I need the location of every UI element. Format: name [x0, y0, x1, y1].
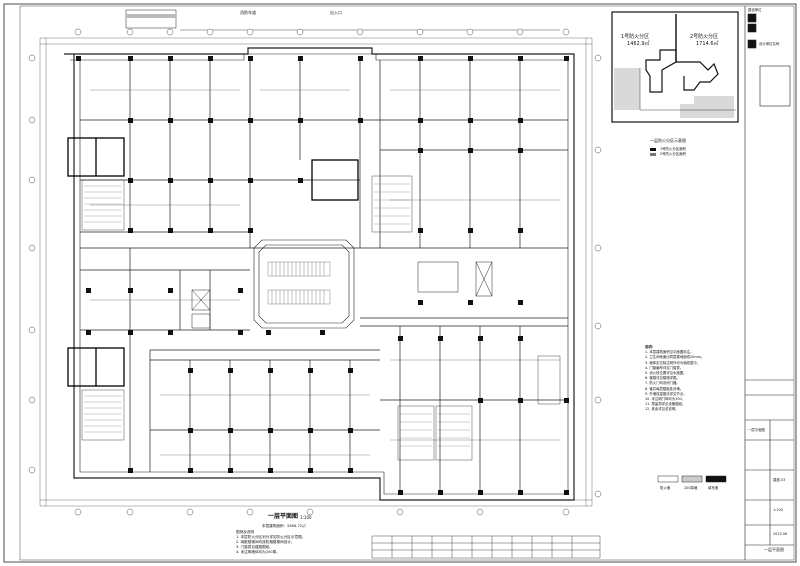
zone2-name: 2号防火分区 [690, 34, 719, 40]
schedule-table [371, 535, 601, 559]
inner-border [19, 5, 795, 561]
title-block-company: 设计单位名称 [759, 42, 780, 46]
note-line: 5. 消火栓位置详见水施图。 [645, 371, 687, 376]
right-sheet-label: 一层平面图 [764, 547, 784, 552]
zone-legend-item: 2号防火分区面积 [660, 152, 686, 156]
upper-walls [80, 60, 568, 249]
inner-wall-outline [70, 53, 569, 495]
plan-title: 一层平面图 [268, 513, 299, 520]
note-line: 6. 楼梯详见楼梯详图。 [645, 376, 680, 381]
plan-subtitle: 本层建筑面积：5806.72㎡ [262, 524, 306, 528]
note-line: 12. 其余详见总说明。 [645, 407, 679, 412]
shafts [191, 261, 493, 329]
note-line: 7. 防火门均设闭门器。 [645, 381, 680, 386]
partition-lines [90, 89, 560, 456]
note-line: 8. 管井每层楼板处封堵。 [645, 386, 684, 391]
zone1-name: 1号防火分区 [621, 34, 650, 40]
building-outline [64, 47, 575, 501]
zone-legend-swatches [650, 148, 656, 156]
title-block-date: 2023.06 [773, 532, 788, 536]
columns [76, 56, 569, 495]
title-block-project: 建设单位 [748, 8, 762, 12]
top-label-fire-lane: 消防车道 [240, 10, 256, 15]
zone-legend: 1号防火分区面积 2号防火分区面积 [652, 147, 686, 157]
note-line: 10. 未注明门垛均为100。 [645, 397, 686, 402]
atrium [253, 239, 355, 329]
sheet-border [3, 3, 797, 563]
top-label-entrance: 出入口 [330, 10, 342, 15]
lower-walls [80, 248, 568, 494]
top-ramp [125, 9, 177, 29]
stairs [81, 175, 561, 461]
stair-treads [84, 183, 470, 447]
escalators [267, 261, 331, 305]
zone-legend-item: 1号防火分区面积 [660, 147, 686, 151]
note-line: 1. 本层建筑面积见平面图标注。 [645, 350, 694, 355]
bottom-notes: 图例及说明 1. 本层防火分区划分详见防火分区示意图。 2. 疏散楼梯间均按防烟… [236, 530, 305, 555]
zone1-area: 1462.9㎡ [627, 41, 650, 47]
note-line: 2. 卫生间地面比同层楼地面低20mm。 [645, 355, 705, 360]
zone2-area: 1714.6㎡ [696, 41, 719, 47]
notes-heading: 说明： [645, 345, 656, 349]
bottom-note-line: 3. 门窗表见建施图纸。 [236, 545, 273, 549]
hatch-label: 填充墙 [708, 486, 719, 490]
hatch-samples [657, 475, 727, 483]
note-line: 3. 墙体定位除注明外均为轴线居中。 [645, 360, 701, 365]
bottom-note-line: 1. 本层防火分区划分详见防火分区示意图。 [236, 535, 306, 539]
title-block-frame [744, 6, 794, 560]
axis-bubbles [28, 28, 602, 516]
title-block-drawing-no: 建施-03 [773, 478, 786, 482]
dimension-lines [39, 37, 593, 507]
title-block-sheet-name: 一层平面图 [748, 428, 765, 432]
note-line: 4. 门窗编号详见门窗表。 [645, 365, 684, 370]
toilet-blocks [67, 137, 359, 387]
hatch-label: 200厚墙 [684, 486, 698, 490]
hatch-label: 防火墙 [660, 486, 671, 490]
title-block-scale: 1:100 [773, 508, 783, 512]
bottom-notes-heading: 图例及说明 [236, 530, 254, 534]
bottom-note-line: 2. 疏散楼梯间均按防烟楼梯间设计。 [236, 540, 295, 544]
plan-scale: 1:100 [300, 515, 312, 520]
general-notes: 说明： 1. 本层建筑面积见平面图标注。 2. 卫生间地面比同层楼地面低20mm… [645, 345, 740, 413]
bottom-note-line: 4. 未注明墙体均为200厚。 [236, 550, 280, 554]
note-line: 11. 预留洞详见设备图纸。 [645, 402, 686, 407]
note-line: 9. 外墙保温做法详见节点。 [645, 391, 687, 396]
zone-legend-title: 一层防火分区示意图 [650, 138, 686, 143]
key-plan [611, 11, 739, 123]
